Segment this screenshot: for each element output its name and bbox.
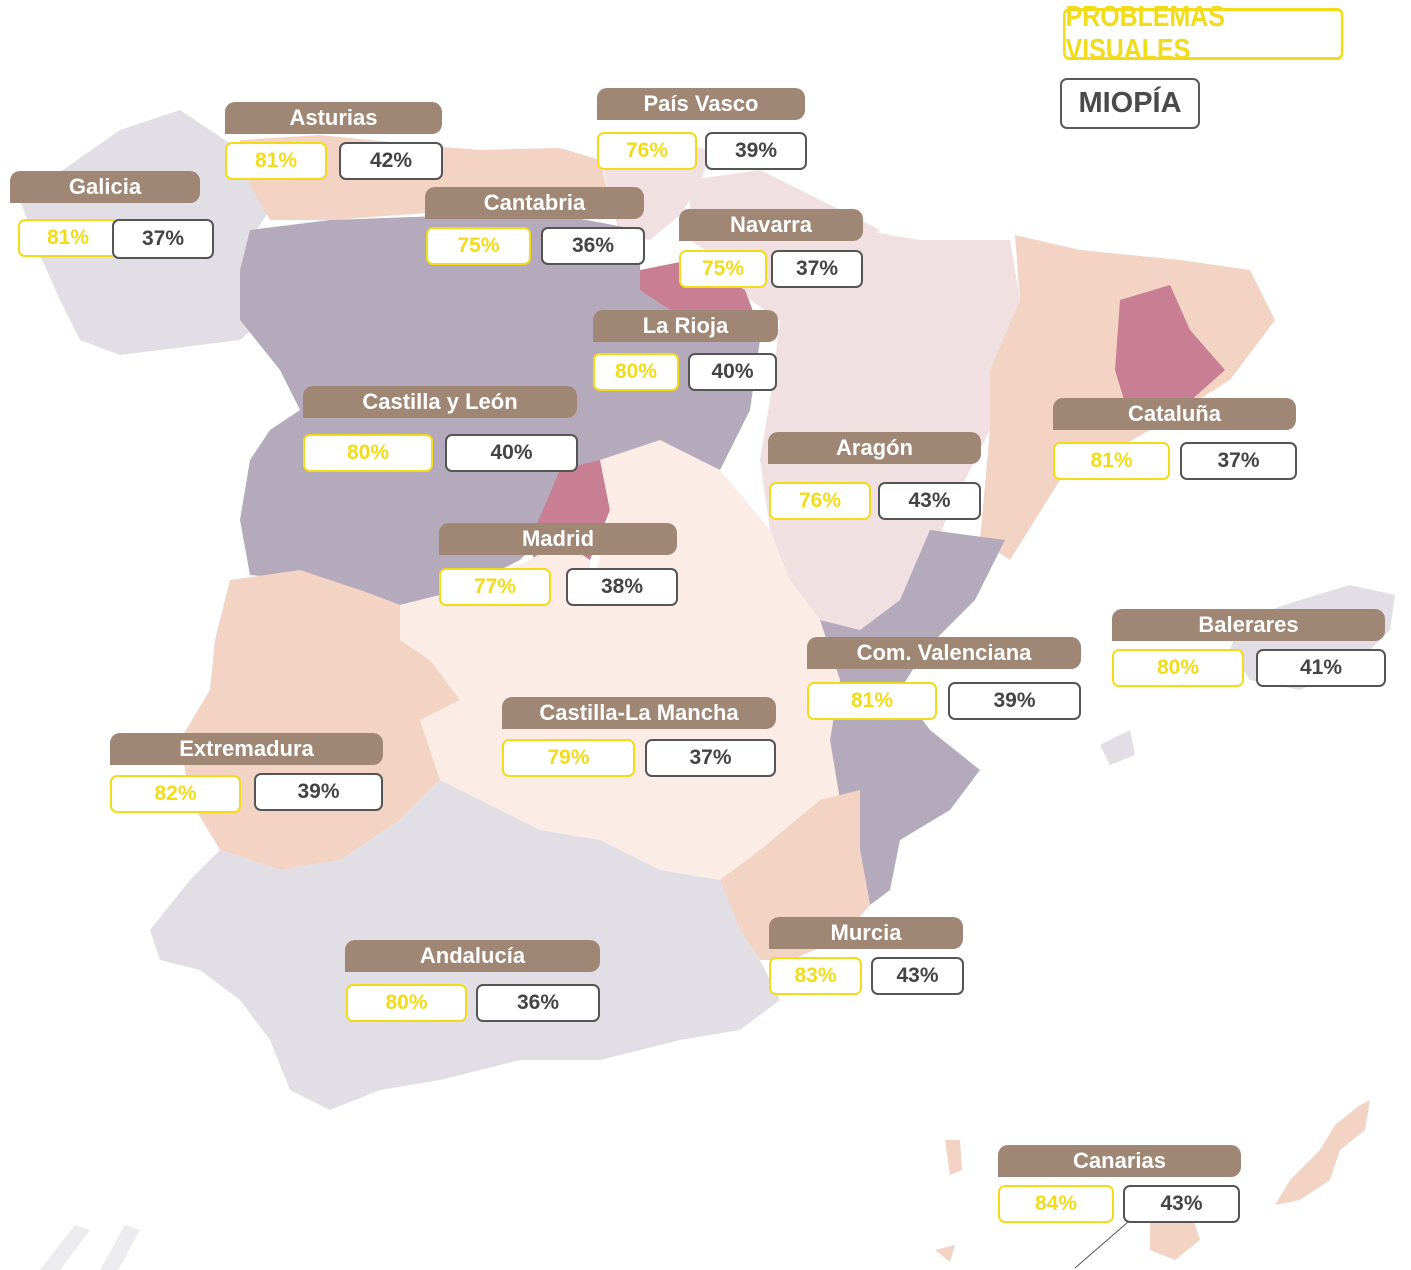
region-name: Asturias bbox=[225, 102, 442, 134]
problemas-visuales-value: 83% bbox=[769, 957, 862, 995]
decorative-stroke bbox=[40, 1225, 90, 1270]
region-name: Canarias bbox=[998, 1145, 1241, 1177]
region-shape-aragon bbox=[760, 230, 1020, 630]
miopia-value: 42% bbox=[339, 142, 443, 180]
miopia-value: 43% bbox=[871, 957, 964, 995]
miopia-value: 39% bbox=[948, 682, 1081, 720]
region-name: Navarra bbox=[679, 209, 863, 241]
miopia-value: 36% bbox=[541, 227, 645, 265]
miopia-value: 39% bbox=[705, 132, 807, 170]
miopia-value: 37% bbox=[1180, 442, 1297, 480]
miopia-value: 43% bbox=[1123, 1185, 1240, 1223]
region-name: Cantabria bbox=[425, 187, 644, 219]
problemas-visuales-value: 84% bbox=[998, 1185, 1114, 1223]
canarias-leader-line bbox=[1074, 1221, 1129, 1269]
problemas-visuales-value: 81% bbox=[225, 142, 327, 180]
region-name: Cataluña bbox=[1053, 398, 1296, 430]
problemas-visuales-value: 81% bbox=[18, 219, 118, 257]
region-name: Madrid bbox=[439, 523, 677, 555]
problemas-visuales-value: 75% bbox=[426, 227, 531, 265]
miopia-value: 36% bbox=[476, 984, 600, 1022]
region-shape-extremadura bbox=[180, 570, 460, 870]
miopia-value: 37% bbox=[645, 739, 776, 777]
region-shape-la-palma bbox=[945, 1140, 962, 1175]
decorative-stroke bbox=[100, 1225, 140, 1270]
miopia-value: 37% bbox=[112, 219, 214, 259]
region-name: Com. Valenciana bbox=[807, 637, 1081, 669]
problemas-visuales-value: 82% bbox=[110, 775, 241, 813]
region-name: Extremadura bbox=[110, 733, 383, 765]
region-shape-hierro bbox=[935, 1245, 955, 1262]
region-name: Andalucía bbox=[345, 940, 600, 972]
problemas-visuales-value: 81% bbox=[807, 682, 937, 720]
miopia-value: 43% bbox=[878, 482, 981, 520]
region-shape-cataluna-inner bbox=[1115, 285, 1225, 420]
miopia-value: 39% bbox=[254, 773, 383, 811]
region-shape-ibiza bbox=[1100, 730, 1135, 765]
miopia-value: 38% bbox=[566, 568, 678, 606]
problemas-visuales-value: 80% bbox=[346, 984, 467, 1022]
problemas-visuales-value: 77% bbox=[439, 568, 551, 606]
region-name: Murcia bbox=[769, 917, 963, 949]
problemas-visuales-value: 79% bbox=[502, 739, 635, 777]
problemas-visuales-value: 81% bbox=[1053, 442, 1170, 480]
region-name: Balerares bbox=[1112, 609, 1385, 641]
region-shape-lanzarote-fuerteventura bbox=[1275, 1100, 1370, 1205]
problemas-visuales-value: 75% bbox=[679, 250, 767, 288]
legend-miopia: MIOPÍA bbox=[1060, 78, 1200, 129]
miopia-value: 40% bbox=[688, 353, 777, 391]
region-name: Castilla-La Mancha bbox=[502, 697, 776, 729]
region-name: Galicia bbox=[10, 171, 200, 203]
miopia-value: 41% bbox=[1256, 649, 1386, 687]
problemas-visuales-value: 76% bbox=[769, 482, 871, 520]
region-name: País Vasco bbox=[597, 88, 805, 120]
miopia-value: 37% bbox=[771, 250, 863, 288]
region-name: Castilla y León bbox=[303, 386, 577, 418]
problemas-visuales-value: 80% bbox=[303, 434, 433, 472]
problemas-visuales-value: 80% bbox=[593, 353, 679, 391]
problemas-visuales-value: 76% bbox=[597, 132, 697, 170]
problemas-visuales-value: 80% bbox=[1112, 649, 1244, 687]
region-name: La Rioja bbox=[593, 310, 778, 342]
region-name: Aragón bbox=[768, 432, 981, 464]
miopia-value: 40% bbox=[445, 434, 578, 472]
legend-problemas-visuales: PROBLEMAS VISUALES bbox=[1063, 1, 1344, 66]
